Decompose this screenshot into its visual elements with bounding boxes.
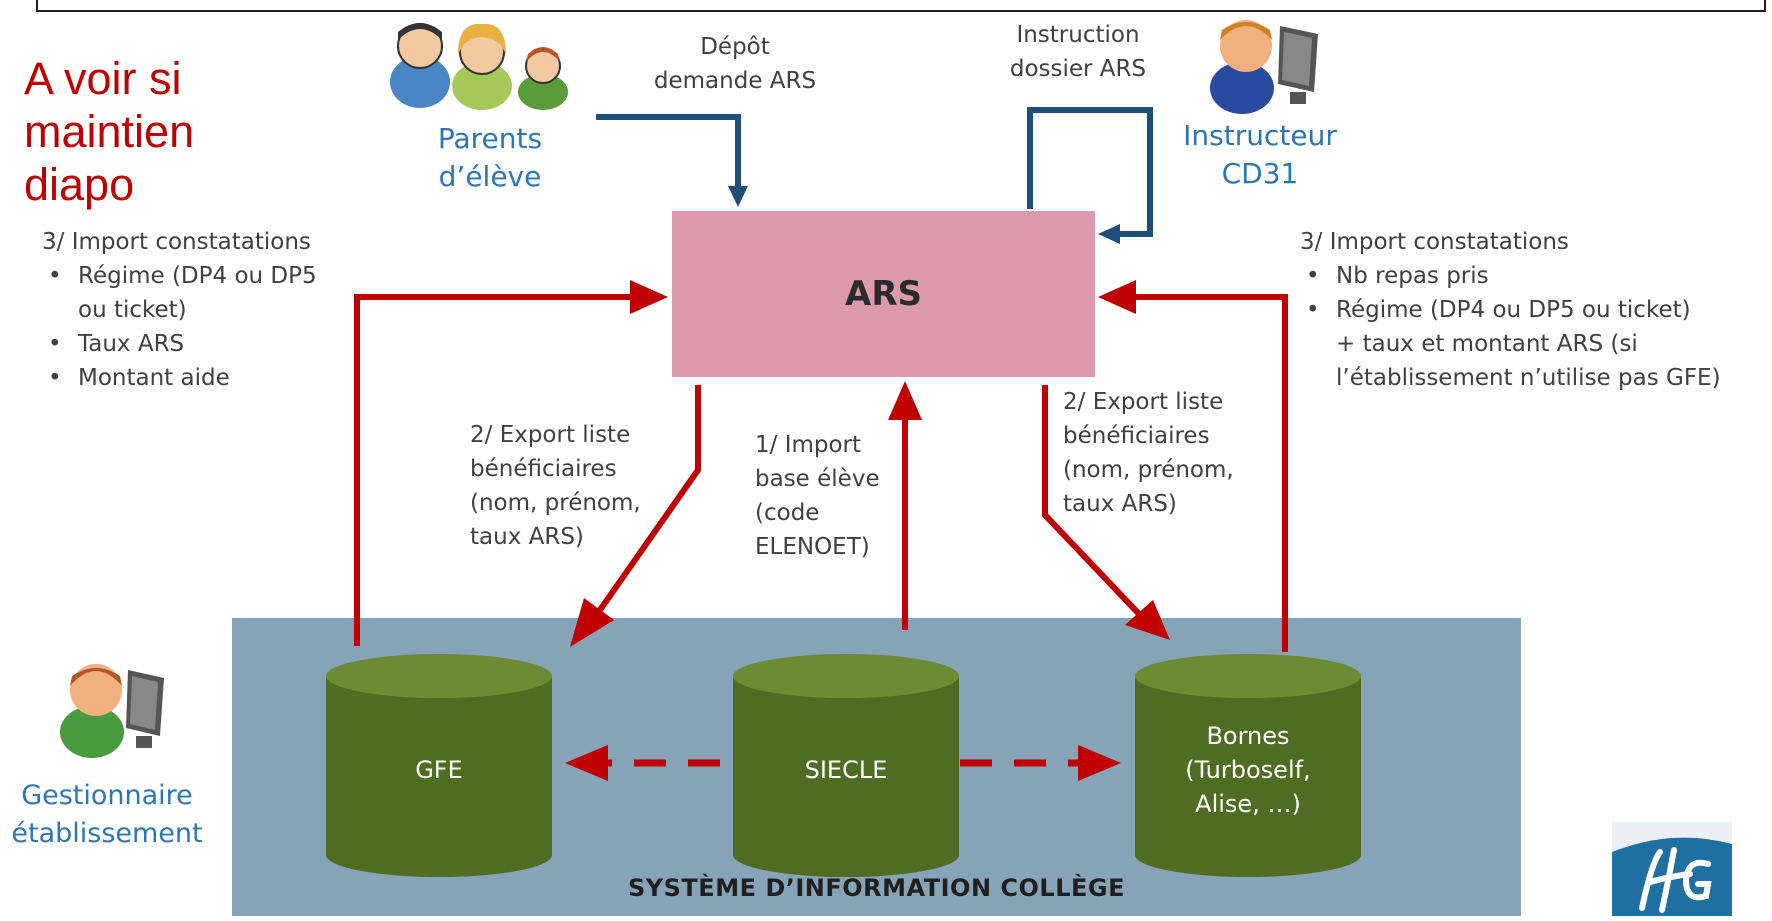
instructeur-label: Instructeur CD31 bbox=[1170, 117, 1350, 193]
import-right-item-text: Nb repas pris bbox=[1336, 263, 1489, 289]
export-right-line: 2/ Export liste bbox=[1063, 389, 1224, 415]
import-base-line: ELENOET) bbox=[755, 534, 870, 560]
review-note-line: A voir si bbox=[24, 53, 182, 104]
import-right-item: Nb repas pris bbox=[1300, 259, 1721, 293]
parents-label: Parents d’élève bbox=[400, 120, 580, 196]
review-note: A voir si maintien diapo bbox=[24, 52, 194, 211]
depot-label: Dépôt demande ARS bbox=[615, 30, 855, 98]
import-left-item-text: Montant aide bbox=[78, 365, 230, 391]
import-base-line: base élève bbox=[755, 466, 880, 492]
import-left-item: Montant aide bbox=[42, 361, 317, 395]
hg-logo bbox=[1612, 822, 1732, 916]
instruction-label-line: Instruction bbox=[1016, 22, 1140, 48]
instructeur-label-line: Instructeur bbox=[1183, 119, 1337, 152]
import-right-text: 3/ Import constatations Nb repas pris Ré… bbox=[1300, 225, 1721, 395]
export-right-line: (nom, prénom, bbox=[1063, 457, 1234, 483]
export-left-line: 2/ Export liste bbox=[470, 422, 631, 448]
gestionnaire-icon bbox=[60, 664, 164, 758]
export-left-arrow bbox=[570, 385, 701, 647]
ars-box bbox=[672, 211, 1095, 377]
parents-group-icon bbox=[390, 23, 568, 110]
import-right-item: Régime (DP4 ou DP5 ou ticket) + taux et … bbox=[1300, 293, 1721, 395]
depot-arrow bbox=[596, 114, 748, 207]
instruction-arrow bbox=[1027, 107, 1153, 244]
depot-label-line: demande ARS bbox=[653, 68, 817, 94]
import-base-arrow bbox=[888, 381, 922, 630]
bornes-database-icon bbox=[1135, 654, 1361, 877]
export-left-line: bénéficiaires bbox=[470, 456, 617, 482]
ars-label: ARS bbox=[845, 274, 922, 314]
siecle-to-bornes-dashed-arrow bbox=[960, 745, 1121, 781]
siecle-database-icon bbox=[733, 654, 959, 877]
parents-label-line: Parents bbox=[437, 122, 543, 155]
top-frame-border bbox=[36, 0, 1766, 12]
system-title: SYSTÈME D’INFORMATION COLLÈGE bbox=[627, 874, 1125, 902]
import-left-item-cont: ou ticket) bbox=[78, 297, 187, 323]
instructeur-icon bbox=[1210, 20, 1318, 114]
gfe-database-icon bbox=[326, 654, 552, 877]
gfe-label: GFE bbox=[415, 756, 463, 784]
review-note-line: diapo bbox=[24, 159, 135, 210]
import-right-item-cont: l’établissement n’utilise pas GFE) bbox=[1336, 365, 1721, 391]
import-base-line: 1/ Import bbox=[755, 432, 862, 458]
hg-logo-icon bbox=[1612, 822, 1732, 913]
instruction-label: Instruction dossier ARS bbox=[968, 18, 1188, 86]
import-base-line: (code bbox=[755, 500, 820, 526]
bornes-label-line: Bornes bbox=[1206, 722, 1290, 750]
import-left-item: Taux ARS bbox=[42, 327, 317, 361]
siecle-to-gfe-dashed-arrow bbox=[565, 745, 720, 781]
import-left-item-text: Régime (DP4 ou DP5 bbox=[78, 263, 317, 289]
import-left-item: Régime (DP4 ou DP5 ou ticket) bbox=[42, 259, 317, 327]
gestionnaire-label-line: Gestionnaire bbox=[21, 780, 193, 811]
export-right-line: taux ARS) bbox=[1063, 491, 1177, 517]
import-left-arrow bbox=[354, 280, 668, 646]
import-right-item-cont: + taux et montant ARS (si bbox=[1336, 331, 1638, 357]
instruction-label-line: dossier ARS bbox=[1009, 56, 1147, 82]
export-right-line: bénéficiaires bbox=[1063, 423, 1210, 449]
import-left-item-text: Taux ARS bbox=[78, 331, 185, 357]
export-right-label: 2/ Export liste bénéficiaires (nom, prén… bbox=[1063, 385, 1234, 521]
review-note-line: maintien bbox=[24, 106, 195, 157]
bornes-label-line: (Turboself, bbox=[1185, 756, 1311, 784]
gestionnaire-label-line: établissement bbox=[11, 818, 203, 849]
import-right-arrow bbox=[1098, 280, 1288, 652]
import-left-title: 3/ Import constatations bbox=[42, 229, 311, 255]
import-base-label: 1/ Import base élève (code ELENOET) bbox=[755, 428, 880, 564]
siecle-label: SIECLE bbox=[804, 756, 888, 784]
bornes-label: Bornes (Turboself, Alise, …) bbox=[1135, 700, 1361, 840]
parents-label-line: d’élève bbox=[438, 160, 542, 193]
import-right-item-text: Régime (DP4 ou DP5 ou ticket) bbox=[1336, 297, 1691, 323]
export-left-label: 2/ Export liste bénéficiaires (nom, prén… bbox=[470, 418, 641, 554]
depot-label-line: Dépôt bbox=[700, 34, 770, 60]
instructeur-label-line: CD31 bbox=[1221, 157, 1299, 190]
export-right-arrow bbox=[1042, 385, 1170, 640]
import-right-title: 3/ Import constatations bbox=[1300, 229, 1569, 255]
export-left-line: (nom, prénom, bbox=[470, 490, 641, 516]
export-left-line: taux ARS) bbox=[470, 524, 584, 550]
import-left-text: 3/ Import constatations Régime (DP4 ou D… bbox=[42, 225, 317, 395]
gestionnaire-label: Gestionnaire établissement bbox=[4, 777, 210, 853]
bornes-label-line: Alise, …) bbox=[1195, 790, 1301, 818]
